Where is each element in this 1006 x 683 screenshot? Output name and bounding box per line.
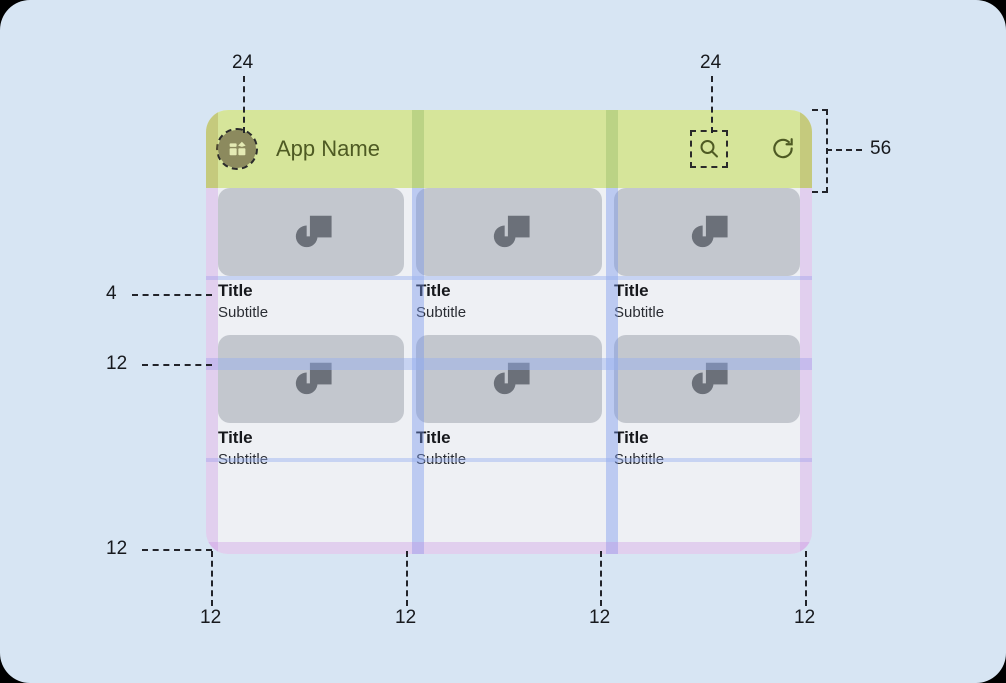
device-frame: App Name <box>206 110 812 554</box>
placeholder-image-icon <box>493 215 530 248</box>
app-bar: App Name <box>206 110 812 188</box>
placeholder-image-icon <box>493 362 530 395</box>
annotation-image-title-gap: 4 <box>106 283 117 304</box>
annotation-appbar-height: 56 <box>870 138 892 159</box>
placeholder-image-icon <box>691 362 728 395</box>
annotation-bottom-padding: 12 <box>106 538 128 559</box>
card-thumbnail <box>416 335 602 424</box>
card-thumbnail <box>614 188 800 276</box>
card-title: Title <box>614 428 649 448</box>
card-meta: Title Subtitle <box>218 276 404 324</box>
card-title: Title <box>416 281 451 300</box>
annotation-bottom-gutter-2: 12 <box>395 607 417 628</box>
leader-leading-icon <box>243 76 245 133</box>
app-grid-icon-glyph <box>229 141 246 155</box>
refresh-icon-glyph <box>773 138 793 159</box>
leader-bottom-gutter-1 <box>211 551 213 606</box>
leader-appbar-height <box>826 149 862 151</box>
leader-bottom-gutter-4 <box>805 551 807 606</box>
leader-bottom-gutter-2 <box>406 551 408 606</box>
leader-search-icon <box>711 76 713 133</box>
card-title: Title <box>218 281 253 300</box>
annotation-bottom-gutter-3: 12 <box>589 607 611 628</box>
card-title: Title <box>614 281 649 300</box>
app-bar-title: App Name <box>276 136 380 161</box>
card-meta: Title Subtitle <box>416 423 602 471</box>
card-title: Title <box>218 428 253 448</box>
card-thumbnail <box>614 335 800 424</box>
annotation-row-gap: 12 <box>106 353 128 374</box>
card-title: Title <box>416 428 451 448</box>
app-grid-icon[interactable] <box>216 128 258 170</box>
card-thumbnail <box>416 188 602 276</box>
card-item[interactable]: Title Subtitle <box>416 335 602 471</box>
placeholder-image-icon <box>295 362 332 395</box>
card-subtitle: Subtitle <box>416 451 467 469</box>
card-item[interactable]: Title Subtitle <box>218 335 404 471</box>
card-grid: Title Subtitle Title Subtitle <box>206 188 812 554</box>
leader-image-title-gap <box>132 294 212 296</box>
annotation-bottom-gutter-1: 12 <box>200 607 222 628</box>
refresh-icon[interactable] <box>766 132 800 166</box>
leader-bottom-padding <box>142 549 212 551</box>
card-subtitle: Subtitle <box>416 303 467 321</box>
card-subtitle: Subtitle <box>218 451 269 469</box>
card-meta: Title Subtitle <box>614 423 800 471</box>
card-subtitle: Subtitle <box>614 451 665 469</box>
card-thumbnail <box>218 188 404 276</box>
search-icon[interactable] <box>690 130 728 168</box>
card-meta: Title Subtitle <box>218 423 404 471</box>
card-thumbnail <box>218 335 404 424</box>
placeholder-image-icon <box>295 215 332 248</box>
leader-bottom-gutter-3 <box>600 551 602 606</box>
card-item[interactable]: Title Subtitle <box>614 188 800 324</box>
card-subtitle: Subtitle <box>614 303 665 321</box>
card-row: Title Subtitle Title Subtitle <box>218 188 800 324</box>
card-item[interactable]: Title Subtitle <box>614 335 800 471</box>
card-item[interactable]: Title Subtitle <box>218 188 404 324</box>
placeholder-image-icon <box>691 215 728 248</box>
card-subtitle: Subtitle <box>218 303 269 321</box>
bracket-appbar-height <box>812 109 828 193</box>
card-item[interactable]: Title Subtitle <box>416 188 602 324</box>
annotation-leading-icon-size: 24 <box>232 52 254 73</box>
annotation-search-icon-size: 24 <box>700 52 722 73</box>
card-meta: Title Subtitle <box>614 276 800 324</box>
search-icon-glyph <box>700 140 718 158</box>
leader-row-gap <box>142 364 212 366</box>
card-row: Title Subtitle Title Subtitle <box>218 335 800 471</box>
annotation-bottom-gutter-4: 12 <box>794 607 816 628</box>
card-meta: Title Subtitle <box>416 276 602 324</box>
